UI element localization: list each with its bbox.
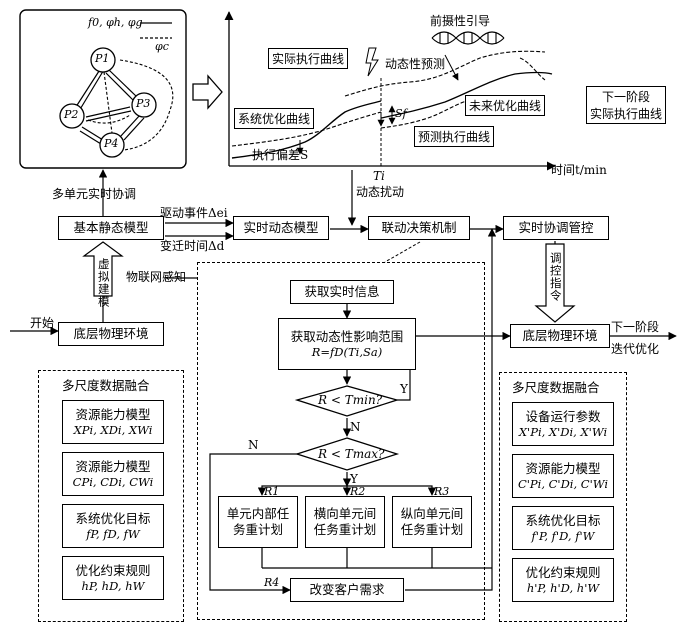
start-label: 开始 [30,316,55,330]
right-item-3-name: 优化约束规则 [525,564,601,580]
node-p1: P1 [95,52,110,65]
decision1-text: R < Tmin? [318,393,383,407]
next-stage-opt-2: 迭代优化 [611,342,660,356]
right-item-0: 设备运行参数 X'Pi, X'Di, X'Wi [512,402,614,446]
right-item-0-vars: X'Pi, X'Di, X'Wi [518,425,608,440]
left-item-1-name: 资源能力模型 [75,458,151,474]
hollow-arrow-right [192,74,223,110]
bottom-env-left: 底层物理环境 [58,322,164,346]
replan-inner: 单元内部任务重计划 [218,496,298,548]
basic-static-model: 基本静态模型 [58,216,164,240]
right-data-panel [499,372,627,622]
right-item-2-name: 系统优化目标 [525,512,601,528]
left-panel-title: 多尺度数据融合 [62,378,150,393]
left-item-2-vars: fP, fD, fW [86,527,140,542]
left-item-3-vars: hP, hD, hW [81,579,145,594]
sf-label: Sf [395,107,407,120]
node-p2: P2 [64,108,79,121]
right-item-3: 优化约束规则 h'P, h'D, h'W [512,558,614,602]
replan-horizontal: 横向单元间任务重计划 [305,496,385,548]
r1-label: R1 [264,485,280,498]
n1-label: N [350,420,361,434]
actual-curve-label: 实际执行曲线 [268,48,349,69]
left-item-0-name: 资源能力模型 [75,406,151,422]
r3-label: R3 [434,485,450,498]
ti-label: Ti [373,169,385,183]
dynamic-prediction-label: 动态性预测 [385,57,446,71]
left-item-0-vars: XPi, XDi, XWi [73,423,153,438]
right-item-2-vars: f'P, f'D, f'W [531,529,595,544]
node-p4: P4 [104,137,119,150]
next-stage-label: 下一阶段 实际执行曲线 [586,86,667,124]
y1-label: Y [400,382,408,396]
network-panel [19,9,187,169]
network-nodes [59,47,157,158]
timeline-axes [224,11,556,171]
network-edges [71,59,174,151]
control-cmd-label: 调控指令 [548,252,563,302]
decision2-text: R < Tmax? [318,447,385,461]
node-p3: P3 [136,97,151,110]
left-item-3: 优化约束规则 hP, hD, hW [62,556,164,600]
right-panel-title: 多尺度数据融合 [512,380,600,395]
left-data-panel [38,370,184,622]
system-opt-label: 系统优化曲线 [234,108,315,129]
disturbance-label: 动态扰动 [356,185,405,199]
prophylactic-label: 前摄性引导 [430,14,491,28]
change-demand-box: 改变客户需求 [290,578,404,602]
linkage-decision: 联动决策机制 [368,216,470,240]
virtual-model-label: 虚拟建模 [96,258,111,308]
decision-panel [197,262,485,620]
right-item-2: 系统优化目标 f'P, f'D, f'W [512,506,614,550]
r4-label: R4 [264,576,280,589]
multi-unit-label: 多单元实时协调 [52,187,137,201]
left-item-2: 系统优化目标 fP, fD, fW [62,504,164,548]
left-item-1: 资源能力模型 CPi, CDi, CWi [62,452,164,496]
decision2-diamond [294,437,400,471]
time-axis-label: 时间t/min [551,163,607,177]
realtime-control: 实时协调管控 [503,216,609,240]
get-range-box: 获取动态性影响范围 R=fD(Ti,Sa) [278,318,416,370]
left-item-3-name: 优化约束规则 [75,562,151,578]
get-range-line2: R=fD(Ti,Sa) [311,345,383,360]
predicted-curve-label: 预测执行曲线 [414,126,495,147]
left-item-2-name: 系统优化目标 [75,510,151,526]
right-item-0-name: 设备运行参数 [525,408,601,424]
future-opt-label: 未来优化曲线 [465,95,546,116]
get-range-line1: 获取动态性影响范围 [290,328,404,344]
y2-label: Y [350,472,358,486]
left-item-0: 资源能力模型 XPi, XDi, XWi [62,400,164,444]
n2-label: N [248,438,259,452]
realtime-dynamic-model: 实时动态模型 [233,216,329,240]
exec-deviation-label: 执行偏差S [252,148,309,162]
right-item-1: 资源能力模型 C'Pi, C'Di, C'Wi [512,454,614,498]
replan-vertical: 纵向单元间任务重计划 [392,496,472,548]
transition-label: 变迁时间Δd [160,239,225,253]
dna-icon [431,31,505,45]
right-item-1-vars: C'Pi, C'Di, C'Wi [517,477,609,492]
get-info-box: 获取实时信息 [290,280,394,304]
right-item-1-name: 资源能力模型 [525,460,601,476]
right-item-3-vars: h'P, h'D, h'W [526,581,600,596]
decision1-diamond [294,385,400,417]
virtual-model-arrow [82,241,124,297]
timeline-curves [231,50,553,159]
legend-solid: f0, φh, φg [88,16,143,29]
left-item-1-vars: CPi, CDi, CWi [72,475,154,490]
legend-dashed: φc [155,40,169,53]
bottom-env-right: 底层物理环境 [510,324,610,348]
drive-event-label: 驱动事件Δei [160,206,228,220]
control-cmd-arrow [534,243,576,323]
r2-label: R2 [350,485,366,498]
lightning-icon [365,47,379,77]
next-stage-opt-1: 下一阶段 [611,320,660,334]
iot-label: 物联网感知 [126,270,187,284]
